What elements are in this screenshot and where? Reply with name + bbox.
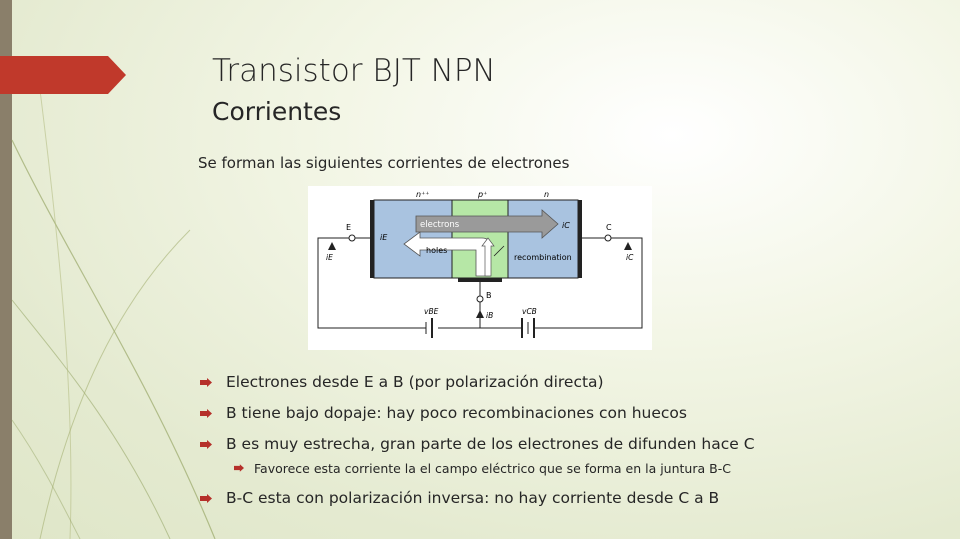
bullet-item: B tiene bajo dopaje: hay poco recombinac… [198,403,938,423]
holes-label: holes [426,246,447,255]
ie-outer-label: iE [326,253,333,262]
title-banner [0,56,126,94]
recombination-label: recombination [514,253,572,262]
bjt-diagram: n⁺⁺ p⁺ n electrons holes recombination i… [308,186,652,350]
region-right-label: n [544,190,549,199]
bullet-list: Electrones desde E a B (por polarización… [198,372,938,519]
left-bar [0,0,12,539]
ic-inner-label: iC [562,221,570,230]
region-left-label: n⁺⁺ [416,190,430,199]
bullet-text: B es muy estrecha, gran parte de los ele… [226,435,755,453]
arrow-bullet-icon [200,494,212,503]
arrow-bullet-icon [200,440,212,449]
ie-inner-label: iE [380,233,388,242]
sub-bullet-item: Favorece esta corriente la el campo eléc… [198,459,938,479]
bullet-text: Electrones desde E a B (por polarización… [226,373,604,391]
slide-subtitle: Corrientes [212,97,342,126]
base-terminal-label: B [486,291,492,300]
ic-outer-label: iC [626,253,634,262]
arrow-bullet-icon [234,464,244,472]
intro-text: Se forman las siguientes corrientes de e… [198,154,570,172]
collector-terminal-label: C [606,223,612,232]
region-mid-label: p⁺ [477,190,487,199]
arrow-bullet-icon [200,378,212,387]
bullet-text: Favorece esta corriente la el campo eléc… [254,461,731,476]
electrons-arrow [415,209,559,239]
bullet-item: B es muy estrecha, gran parte de los ele… [198,434,938,454]
bullet-item: Electrones desde E a B (por polarización… [198,372,938,392]
bullet-item: B-C esta con polarización inversa: no ha… [198,488,938,508]
electrons-label: electrons [420,220,460,230]
vbe-label: vBE [424,307,439,316]
slide-title: Transistor BJT NPN [212,53,496,89]
vcb-label: vCB [522,307,537,316]
arrow-bullet-icon [200,409,212,418]
bullet-text: B-C esta con polarización inversa: no ha… [226,489,720,507]
ib-label: iB [486,311,493,320]
decorative-lines [11,89,216,539]
emitter-terminal-label: E [346,223,351,232]
bullet-text: B tiene bajo dopaje: hay poco recombinac… [226,404,687,422]
